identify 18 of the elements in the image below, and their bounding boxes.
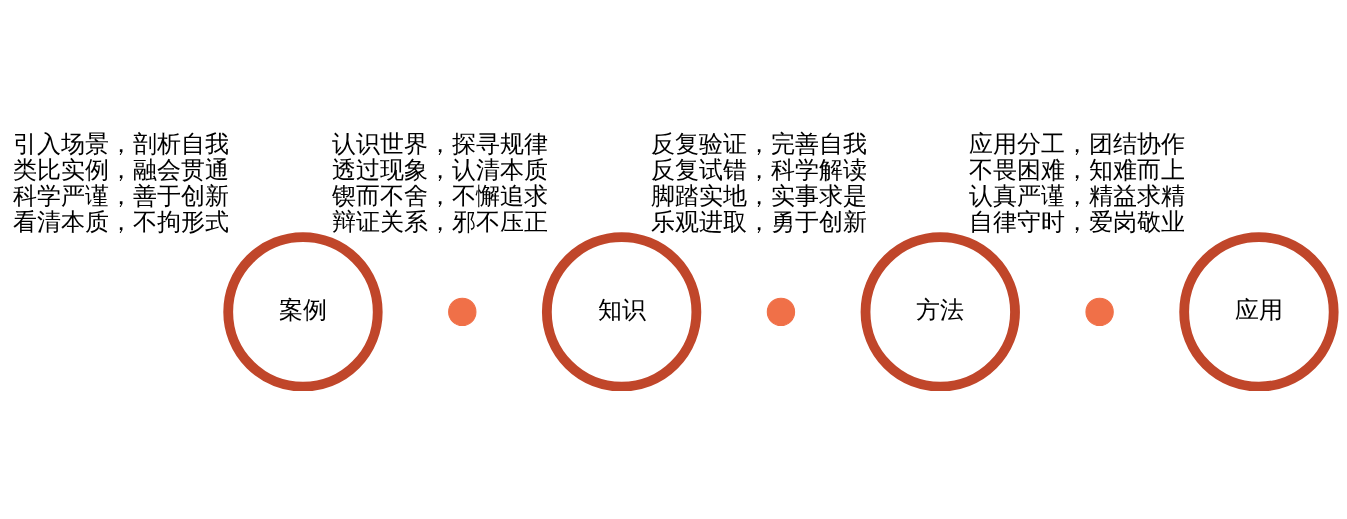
node-circle: 知识 <box>541 232 701 391</box>
node-label: 透过现象，认清本质 <box>331 155 548 184</box>
node-label: 反复验证，完善自我 <box>650 129 867 158</box>
node-label: 类比实例，融会贯通 <box>12 155 229 184</box>
node-label: 认真严谨，精益求精 <box>968 181 1185 210</box>
node-label: 锲而不舍，不懈追求 <box>331 181 548 210</box>
node-label: 应用分工，团结协作 <box>968 129 1185 158</box>
node-label: 引入场景，剖析自我 <box>12 129 229 158</box>
node-circle <box>1084 297 1114 327</box>
node-label: 脚踏实地，实事求是 <box>650 181 867 210</box>
node-label: 认识世界，探寻规律 <box>331 129 548 158</box>
node-label: 科学严谨，善于创新 <box>12 181 229 210</box>
node-circle: 应用 <box>1178 232 1339 391</box>
node-label: 不畏困难，知难而上 <box>968 155 1185 184</box>
node-label: 反复试错，科学解读 <box>650 155 867 184</box>
node-circle <box>766 297 795 327</box>
node-circle <box>447 297 476 327</box>
node-circle: 案例 <box>222 232 383 391</box>
